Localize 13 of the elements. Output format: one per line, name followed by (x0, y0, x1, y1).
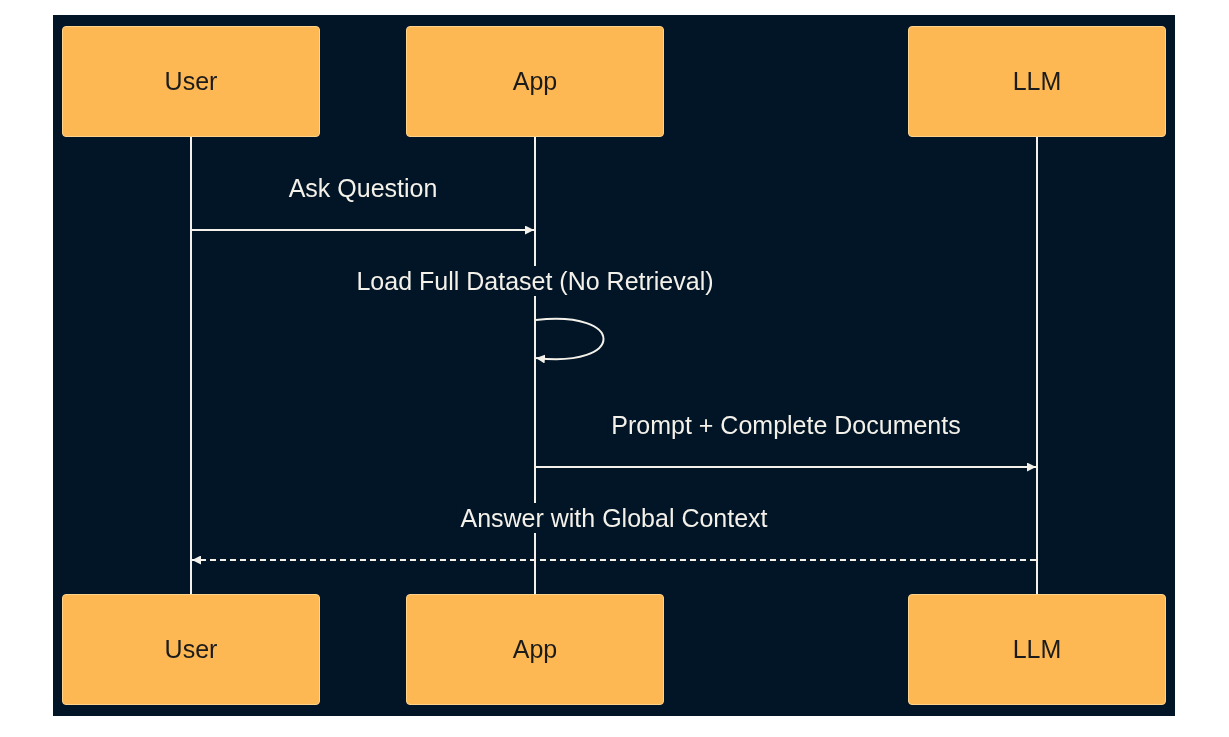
message-arrow (191, 555, 1037, 565)
message-arrow (535, 462, 1037, 472)
self-message-arrow (535, 317, 605, 363)
lifeline (1036, 137, 1038, 594)
participant-box: User (62, 594, 320, 705)
message-arrow (191, 225, 535, 235)
participant-box: App (406, 26, 664, 137)
lifeline (190, 137, 192, 594)
participant-box: User (62, 26, 320, 137)
participant-box: App (406, 594, 664, 705)
lifeline (534, 137, 536, 594)
participant-box: LLM (908, 594, 1166, 705)
participant-box: LLM (908, 26, 1166, 137)
